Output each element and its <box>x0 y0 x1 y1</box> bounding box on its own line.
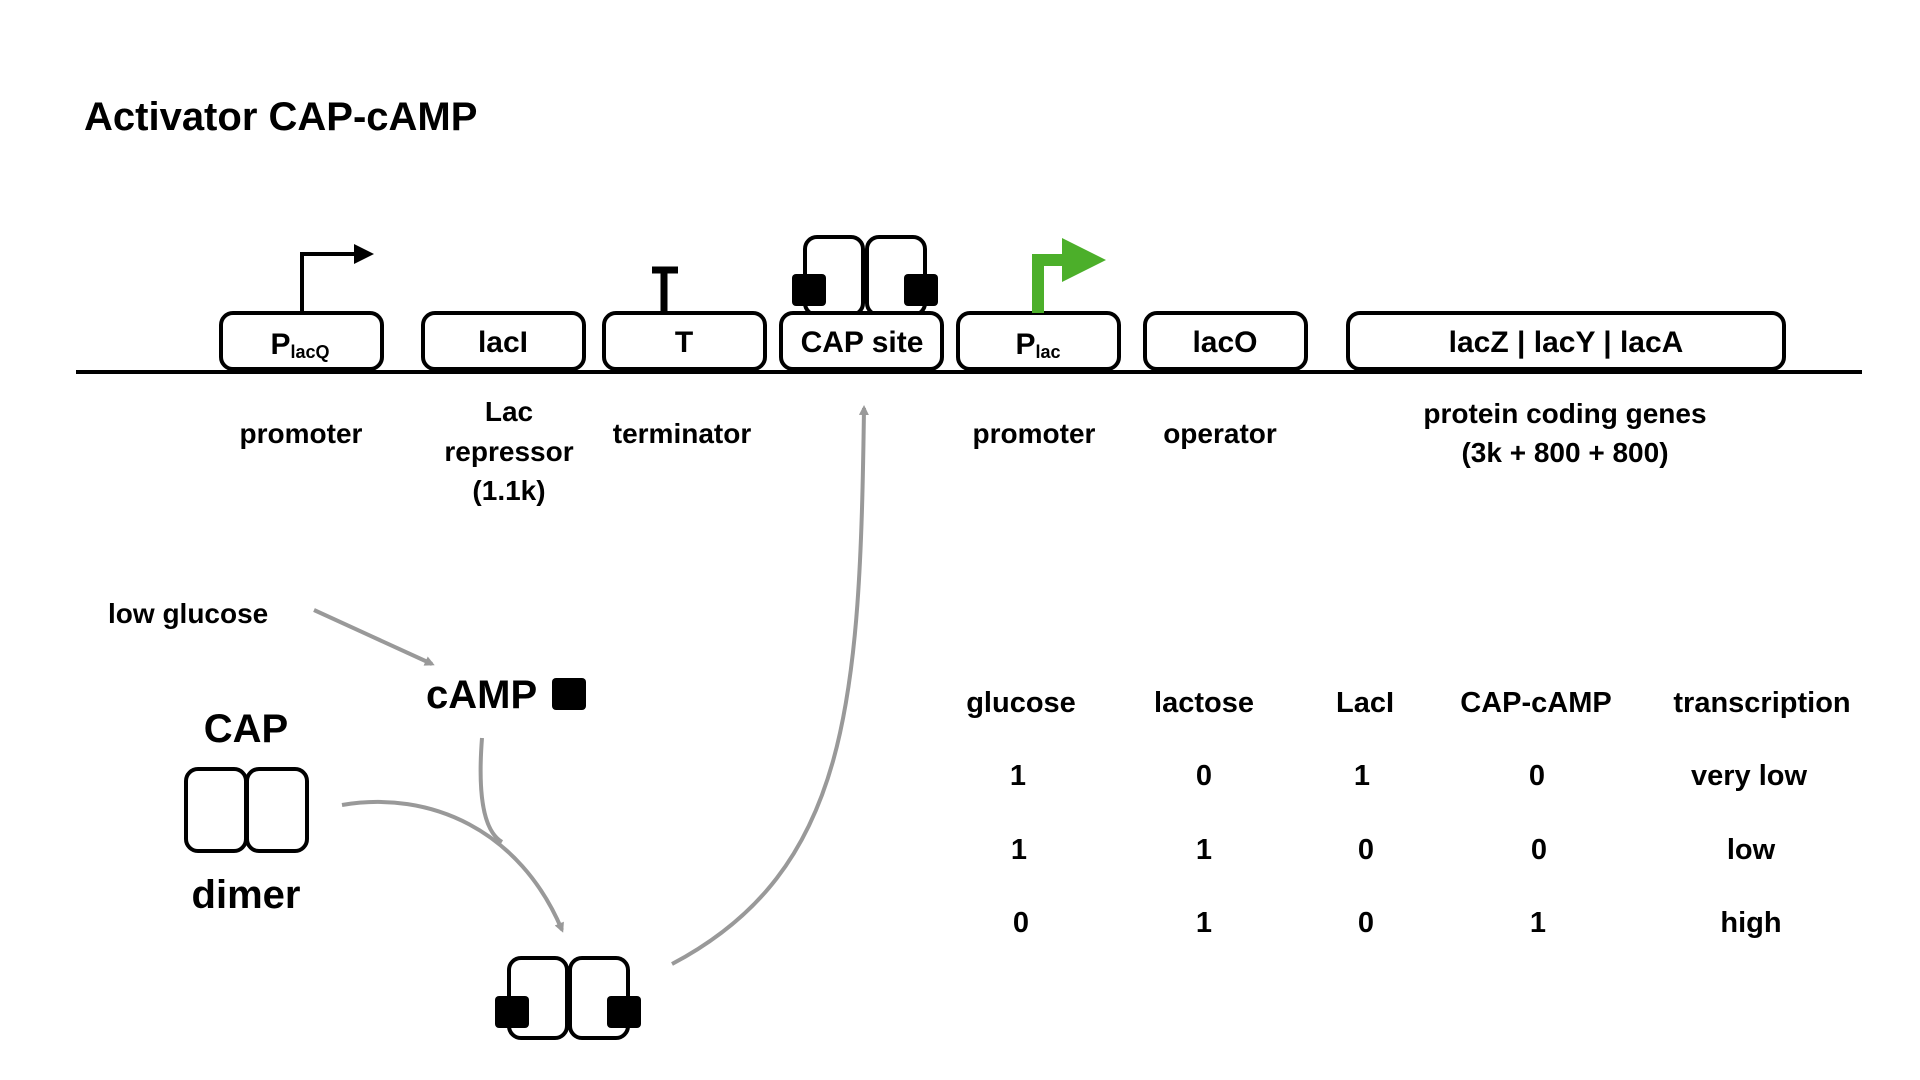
laco-label: lacO <box>1192 326 1257 359</box>
table-cell: 1 <box>1010 760 1026 792</box>
table-cell: 1 <box>1196 907 1212 939</box>
laci-desc-line-1: Lac <box>485 396 533 427</box>
cap-right-subunit <box>245 767 309 853</box>
camp-icon <box>552 678 586 710</box>
plac-label: Plac <box>1015 328 1060 362</box>
table-cell: low <box>1727 834 1776 866</box>
glucose-to-camp-arrow <box>313 608 435 666</box>
promoter-arrowhead-icon <box>354 244 374 264</box>
table-cell: 1 <box>1530 907 1546 939</box>
camp-to-complex-arrow <box>478 737 504 844</box>
camp-label: cAMP <box>426 673 537 717</box>
genes-part: lacZ | lacY | lacA <box>1346 311 1786 371</box>
table-cell: 1 <box>1011 834 1027 866</box>
table-row: 1 0 1 0 very low <box>1010 760 1808 792</box>
complex-to-capsite-arrow <box>671 405 869 966</box>
cap-left-subunit <box>184 767 248 853</box>
table-cell: very low <box>1691 760 1807 792</box>
bound-camp-left-icon <box>792 274 826 306</box>
terminator-label: T <box>675 326 693 359</box>
genes-desc-line-1: protein coding genes <box>1423 398 1706 429</box>
genes-desc-line-2: (3k + 800 + 800) <box>1461 437 1668 468</box>
table-cell: 0 <box>1358 907 1374 939</box>
table-cell: 1 <box>1196 834 1212 866</box>
table-cell: 1 <box>1354 760 1370 792</box>
capsite-part: CAP site <box>779 235 944 371</box>
table-header-cap-camp: CAP-cAMP <box>1460 687 1611 719</box>
placq-part: PlacQ <box>219 244 384 371</box>
laci-label: lacI <box>478 326 528 359</box>
plac-part: Plac <box>956 238 1121 371</box>
table-cell: 0 <box>1531 834 1547 866</box>
table-header-transcription: transcription <box>1673 687 1850 719</box>
table-cell: 0 <box>1013 907 1029 939</box>
table-cell: high <box>1720 907 1781 939</box>
plac-desc: promoter <box>973 418 1096 449</box>
placq-label: PlacQ <box>270 328 329 362</box>
active-promoter-arrow-icon <box>1032 254 1066 313</box>
cap-label: CAP <box>204 707 288 751</box>
dimer-label: dimer <box>192 873 301 917</box>
laci-desc-line-2: repressor <box>444 436 573 467</box>
laci-part: lacI <box>421 311 586 371</box>
page-title: Activator CAP-cAMP <box>84 95 477 139</box>
terminator-part: T <box>602 266 767 371</box>
table-cell: 0 <box>1358 834 1374 866</box>
low-glucose-label: low glucose <box>108 598 268 629</box>
bound-camp-right-icon <box>904 274 938 306</box>
active-promoter-arrowhead-icon <box>1062 238 1106 282</box>
table-cell: 0 <box>1196 760 1212 792</box>
table-row: 1 1 0 0 low <box>1011 834 1776 866</box>
table-row: 0 1 0 1 high <box>1013 907 1782 939</box>
complex-camp-right-icon <box>607 996 641 1028</box>
terminator-icon <box>652 266 678 313</box>
placq-desc: promoter <box>240 418 363 449</box>
terminator-desc: terminator <box>613 418 752 449</box>
laco-desc: operator <box>1163 418 1277 449</box>
genes-label: lacZ | lacY | lacA <box>1449 326 1684 359</box>
capsite-label: CAP site <box>801 326 924 359</box>
table-header-laci: LacI <box>1336 687 1394 719</box>
laci-desc-line-3: (1.1k) <box>472 475 545 506</box>
complex-camp-left-icon <box>495 996 529 1028</box>
table-header-glucose: glucose <box>966 687 1076 719</box>
table-header-lactose: lactose <box>1154 687 1254 719</box>
table-cell: 0 <box>1529 760 1545 792</box>
truth-table: glucose lactose LacI CAP-cAMP transcript… <box>966 687 1850 939</box>
cap-to-complex-arrow <box>341 800 564 933</box>
promoter-arrow-icon <box>300 252 358 313</box>
laco-part: lacO <box>1143 311 1308 371</box>
